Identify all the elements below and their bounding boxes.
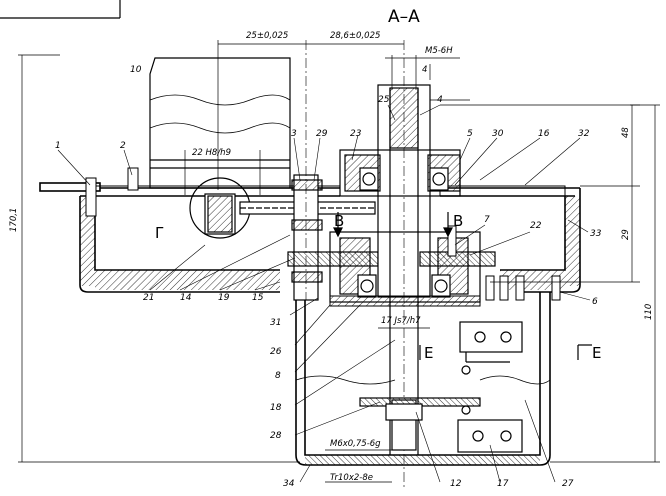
part-label-32: 32 [578, 129, 590, 139]
part-label-18: 18 [270, 403, 282, 413]
part-label-15: 15 [252, 293, 264, 303]
limit-switch-lower [457, 405, 523, 453]
part-label-3: 3 [291, 129, 297, 139]
part-label-6: 6 [592, 297, 598, 307]
part-label-12: 12 [450, 479, 462, 489]
section-v-right: В [453, 212, 463, 230]
dim-110: 110 [644, 304, 654, 320]
housing-wall-left [80, 196, 95, 286]
section-marks [333, 212, 592, 360]
limit-switch-upper [459, 321, 523, 375]
section-v-left: В [334, 212, 344, 230]
housing-wall-right [565, 196, 580, 286]
dim-4: 4 [422, 65, 427, 75]
part-label-19: 19 [218, 293, 230, 303]
section-g: Г [155, 224, 164, 242]
housing-bottom-left [95, 270, 280, 290]
dim-29: 29 [621, 229, 631, 240]
part-label-4: 4 [437, 95, 443, 105]
part-labels: 1 2 3 29 10 25 4 23 5 30 16 32 33 22 7 6… [55, 65, 602, 489]
dim-tr10: Tr10x2-8e [330, 473, 373, 483]
part-label-29: 29 [316, 129, 328, 139]
break-lines [295, 375, 551, 385]
part-label-25: 25 [378, 95, 390, 105]
motor [149, 57, 291, 189]
lower-casing-bottom [305, 455, 540, 465]
part-label-2: 2 [120, 141, 126, 151]
part-label-31: 31 [270, 318, 281, 328]
part-label-28: 28 [270, 431, 282, 441]
dim-m5: M5-6H [425, 46, 453, 56]
dim-25: 25±0,025 [246, 31, 288, 41]
worm-assembly [189, 177, 376, 239]
dim-22-fit: 22 H8/h9 [192, 148, 231, 158]
part-label-33: 33 [590, 229, 602, 239]
part-label-16: 16 [538, 129, 550, 139]
part-label-21: 21 [143, 293, 154, 303]
dim-170: 170,1 [9, 208, 19, 232]
lead-screw [359, 397, 481, 451]
dim-m6: M6x0,75-6g [330, 439, 381, 449]
part-label-7: 7 [484, 215, 490, 225]
part-label-22: 22 [530, 221, 542, 231]
bolts [85, 167, 561, 301]
part-label-34: 34 [283, 479, 295, 489]
part-label-1: 1 [55, 141, 61, 151]
part-label-8: 8 [275, 371, 281, 381]
part-label-17: 17 [497, 479, 509, 489]
part-label-23: 23 [350, 129, 362, 139]
section-title: А–А [388, 7, 420, 27]
part-label-27: 27 [562, 479, 574, 489]
part-label-5: 5 [467, 129, 473, 139]
dim-48: 48 [621, 127, 631, 138]
part-label-26: 26 [270, 347, 282, 357]
part-label-10: 10 [130, 65, 142, 75]
section-e-right: Е [592, 344, 601, 362]
dimension-lines [18, 40, 660, 483]
section-e-left: Е [424, 344, 433, 362]
shaft-flange [329, 295, 481, 307]
dim-28-6: 28,6±0,025 [330, 31, 380, 41]
dim-17-fit: 17 Js7/h7 [381, 316, 421, 326]
leader-lines [57, 104, 591, 483]
part-label-30: 30 [492, 129, 504, 139]
part-label-14: 14 [180, 293, 192, 303]
frame-corner [0, 0, 121, 19]
